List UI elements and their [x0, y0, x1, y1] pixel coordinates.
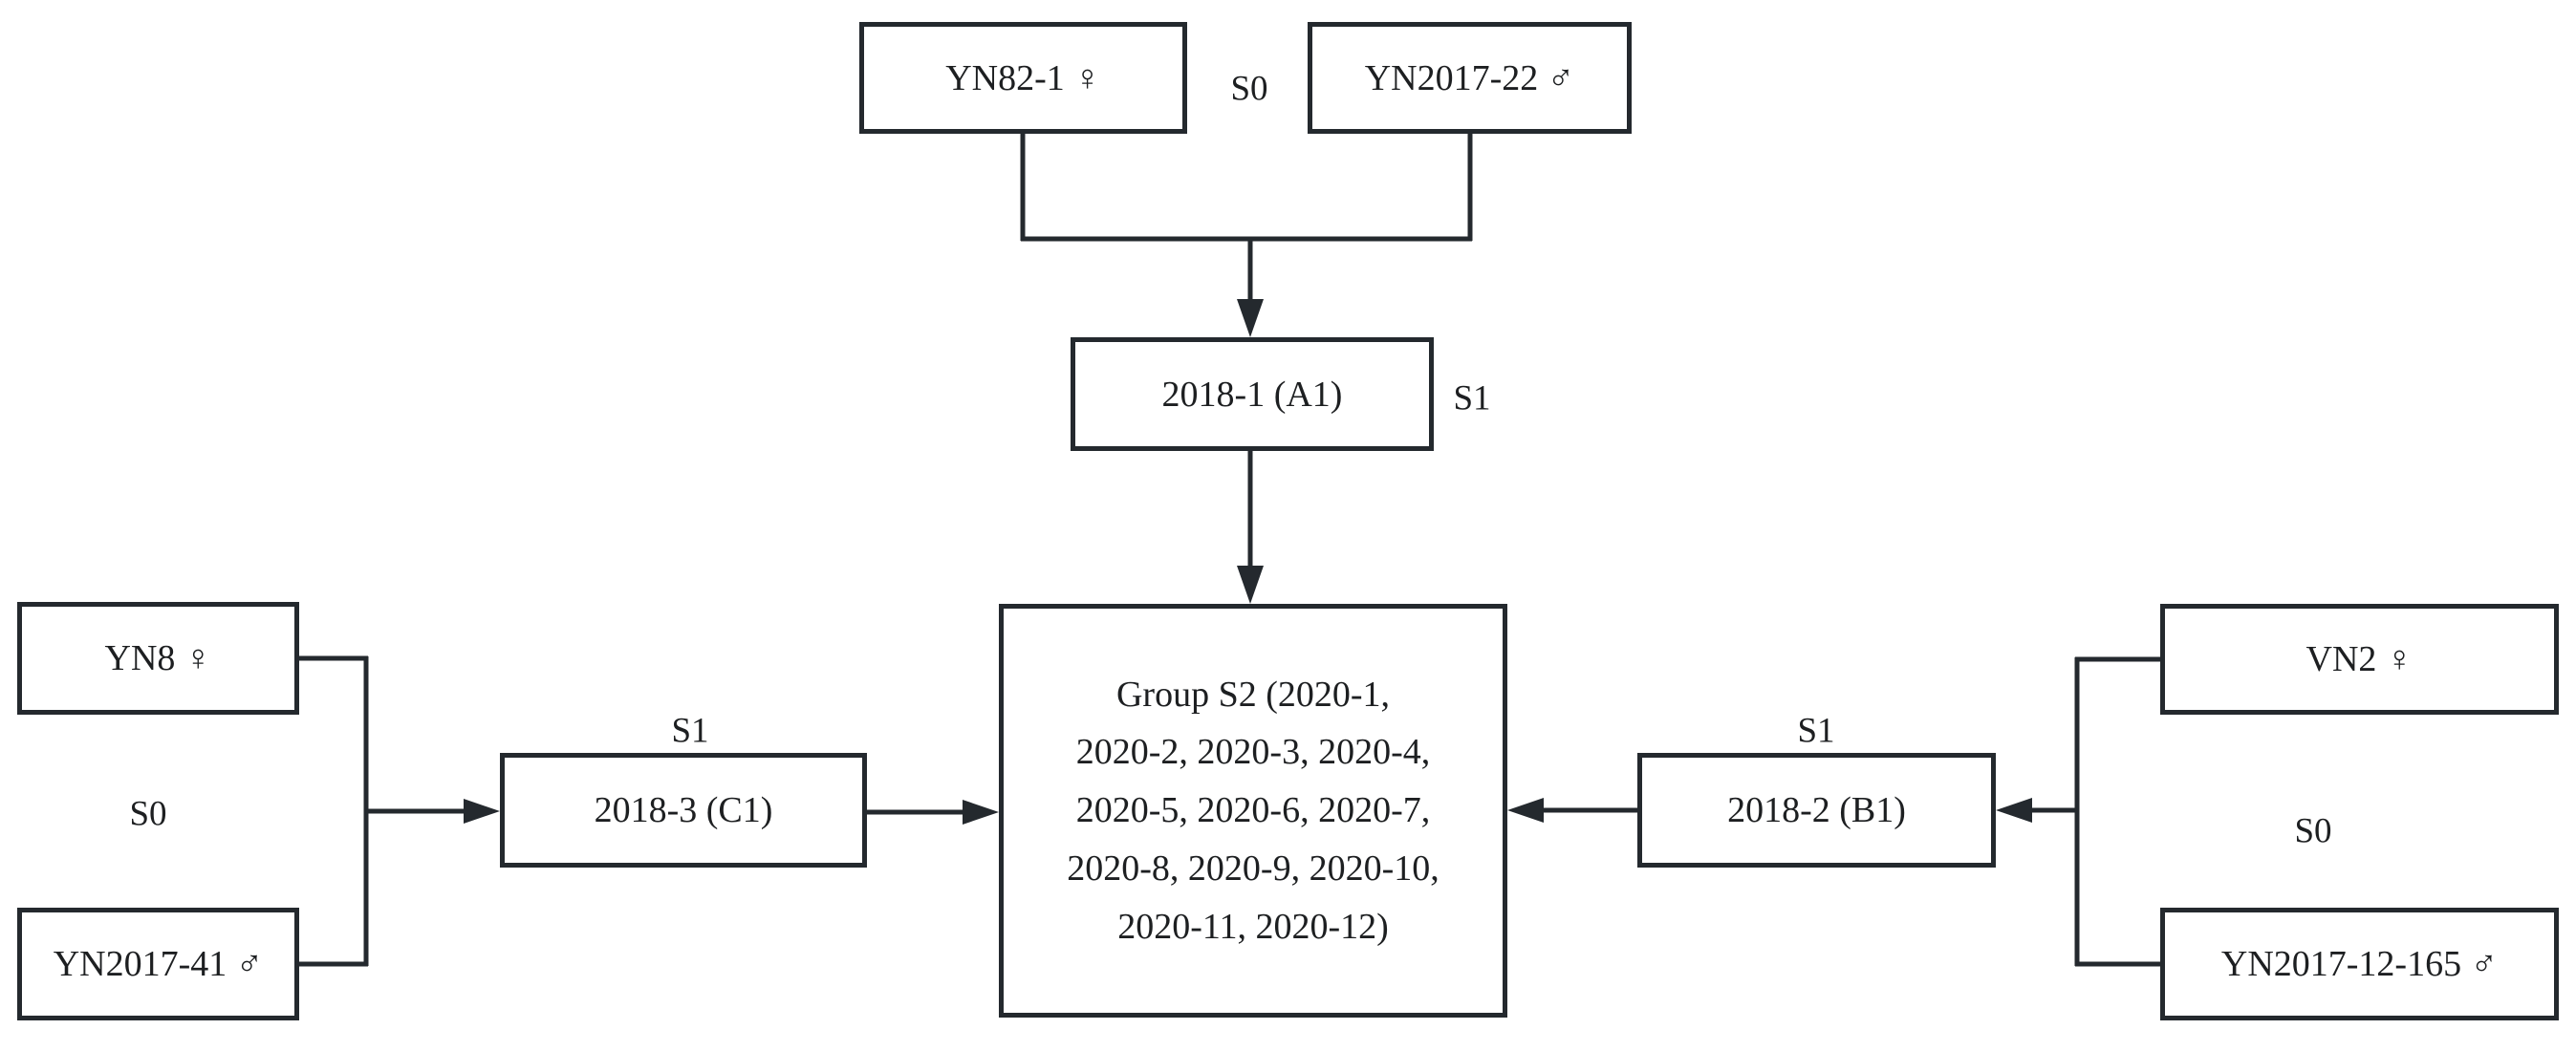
- box-right-female-parent: VN2 ♀: [2160, 604, 2559, 715]
- box-label: YN2017-41 ♂: [53, 944, 264, 984]
- box-top-female-parent: YN82-1 ♀: [859, 22, 1187, 134]
- box-label: YN2017-12-165 ♂: [2220, 944, 2499, 984]
- left-cross-connectors: [299, 655, 999, 967]
- stage-label-s1-left: S1: [671, 711, 709, 751]
- box-label: 2018-3 (C1): [594, 790, 773, 830]
- arrowhead-right-junction-to-b1: [1996, 798, 2032, 823]
- box-label: 2018-2 (B1): [1727, 790, 1906, 830]
- arrowhead-b1-to-group: [1507, 798, 1544, 823]
- box-label: YN2017-22 ♂: [1364, 57, 1575, 98]
- stage-label-s1-right: S1: [1797, 711, 1835, 751]
- stage-label-s1-top: S1: [1453, 378, 1491, 418]
- box-left-female-parent: YN8 ♀: [17, 602, 299, 715]
- box-offspring-b1: 2018-2 (B1): [1637, 753, 1996, 868]
- box-offspring-a1: 2018-1 (A1): [1071, 337, 1434, 451]
- stage-label-s0-left: S0: [129, 794, 167, 834]
- box-group-s2: Group S2 (2020-1, 2020-2, 2020-3, 2020-4…: [999, 604, 1507, 1018]
- box-offspring-c1: 2018-3 (C1): [500, 753, 867, 868]
- box-label: VN2 ♀: [2305, 639, 2414, 679]
- arrowhead-c1-to-group: [963, 800, 999, 825]
- box-label: YN82-1 ♀: [945, 57, 1101, 98]
- group-s2-label: Group S2 (2020-1, 2020-2, 2020-3, 2020-4…: [1067, 674, 1440, 947]
- box-top-male-parent: YN2017-22 ♂: [1308, 22, 1632, 134]
- arrowhead-left-junction-to-c1: [464, 799, 500, 824]
- box-right-male-parent: YN2017-12-165 ♂: [2160, 908, 2559, 1020]
- top-cross-connectors: [1020, 134, 1473, 604]
- box-label: YN8 ♀: [104, 638, 212, 678]
- box-label: 2018-1 (A1): [1161, 374, 1343, 415]
- right-cross-connectors: [1507, 656, 2160, 967]
- stage-label-s0-right: S0: [2294, 811, 2332, 851]
- arrowhead-a1-to-group: [1237, 566, 1264, 604]
- stage-label-s0-top: S0: [1230, 69, 1268, 109]
- box-left-male-parent: YN2017-41 ♂: [17, 908, 299, 1020]
- arrowhead-junction-to-a1: [1237, 299, 1264, 337]
